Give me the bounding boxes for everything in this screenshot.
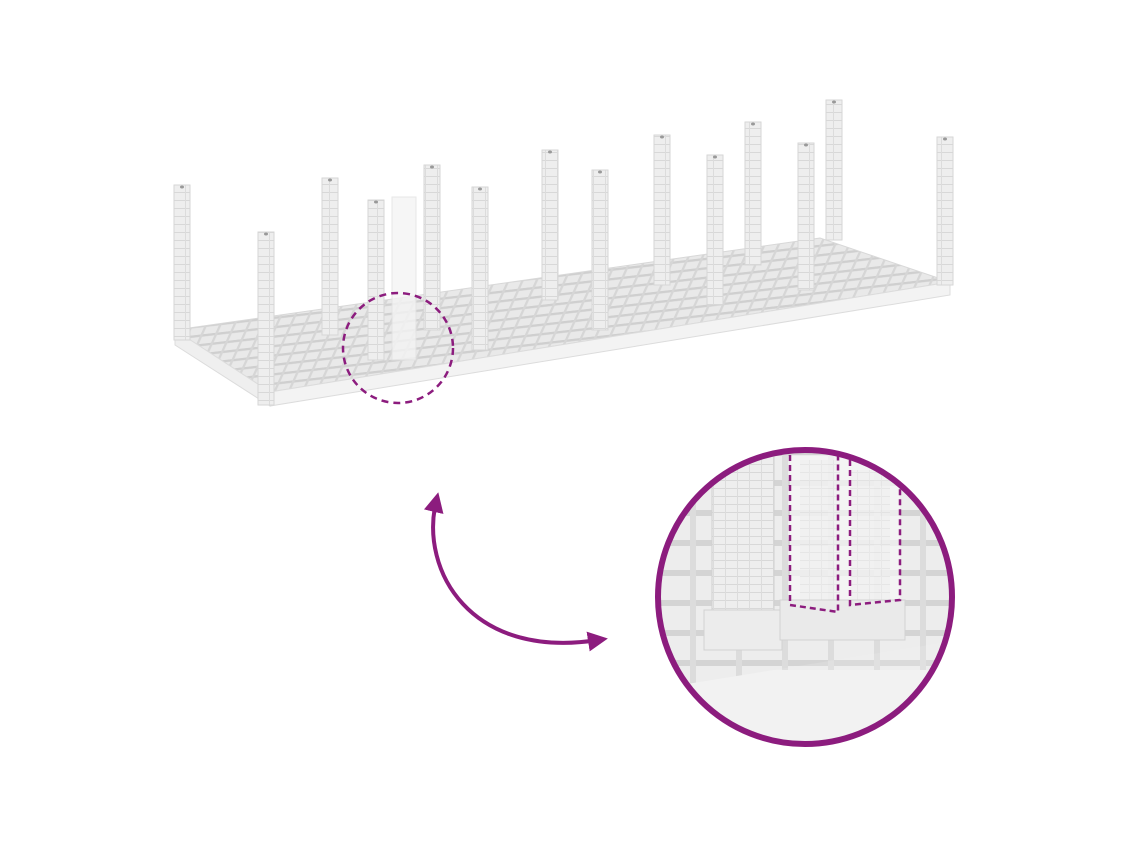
rack-post: [591, 169, 609, 331]
post-hole: [548, 150, 552, 154]
rack-post: [797, 142, 815, 291]
rack-post: [936, 136, 954, 286]
rack-post: [653, 134, 671, 286]
post-hole: [180, 185, 184, 189]
rack-post: [471, 186, 489, 351]
post-hole: [264, 232, 268, 236]
rack-post: [321, 177, 339, 336]
rack-post: [257, 231, 275, 406]
post-hole: [478, 187, 482, 191]
post-hole: [374, 200, 378, 204]
rack-post: [541, 149, 559, 301]
post-hole: [943, 137, 947, 141]
post-hole: [430, 165, 434, 169]
rack-post: [423, 164, 441, 331]
zoom-detail: [659, 451, 951, 743]
post-hole: [598, 170, 602, 174]
highlight-circle: [341, 291, 455, 405]
curved-double-arrow: [423, 492, 608, 652]
rack-post: [173, 184, 191, 341]
post-hole: [804, 143, 808, 147]
post-hole: [832, 100, 836, 104]
zoom-circle-border: [655, 447, 955, 747]
post-hole: [328, 178, 332, 182]
rack-post: [744, 121, 762, 266]
ghost-post: [391, 196, 417, 361]
rack-post: [706, 154, 724, 306]
rack-base: [173, 237, 951, 407]
post-hole: [751, 122, 755, 126]
post-hole: [660, 135, 664, 139]
rack-post: [825, 99, 843, 241]
rack-posts: [173, 99, 954, 406]
rack-post: [367, 199, 385, 361]
post-hole: [713, 155, 717, 159]
